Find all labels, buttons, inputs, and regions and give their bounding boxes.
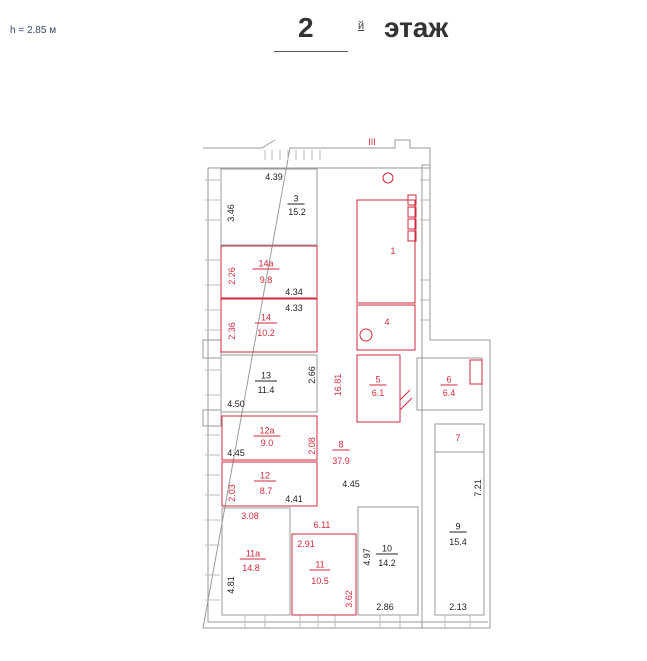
room-area: 11.4 (257, 385, 275, 395)
room-outlines (220, 168, 485, 616)
room-dimension: 2.86 (376, 602, 394, 612)
room-dimension: 2.66 (307, 366, 317, 384)
room-number: 8 (332, 440, 350, 451)
stair-mark: III (368, 137, 376, 147)
room-dimension: 2.13 (449, 602, 467, 612)
room-number: 14 (254, 313, 278, 324)
room-7-number: 7 (455, 433, 461, 443)
room-area: 15.4 (449, 537, 467, 547)
room-area: 37.9 (332, 456, 350, 466)
room-number: 3 (287, 194, 305, 205)
room-dimension: 4.45 (342, 479, 360, 489)
room-number: 11 (309, 560, 331, 571)
room-area: 10.2 (257, 328, 275, 338)
room-number: 9 (449, 522, 467, 533)
room-area: 14.2 (378, 558, 396, 568)
floor-suffix: й (358, 20, 365, 32)
room-area: 6.4 (442, 388, 456, 398)
room-dimension: 3.62 (344, 590, 354, 608)
room-number: 6 (440, 375, 458, 386)
room-number: 10 (375, 544, 399, 555)
room-area: 9.0 (260, 438, 274, 448)
room-number: 14a (252, 259, 280, 270)
outer-walls (202, 139, 491, 629)
room-dimension: 4.33 (285, 303, 303, 313)
room-dimension: 4.45 (227, 448, 245, 458)
room-dimension: 4.97 (362, 548, 372, 566)
room-area: 15.2 (288, 207, 306, 217)
room-dimension: 2.03 (227, 484, 237, 502)
room-dimension: 4.41 (285, 494, 303, 504)
room-4-number: 4 (384, 317, 390, 327)
room-dimension: 2.91 (297, 539, 315, 549)
room-dimension: 2.08 (307, 437, 317, 455)
room-number: 12 (253, 471, 277, 482)
room-dimension: 3.08 (241, 511, 259, 521)
ceiling-height-note: h = 2.85 м (10, 25, 57, 36)
room-dimension: 16.81 (333, 373, 343, 397)
room-area: 14.8 (242, 563, 260, 573)
room-dimension: 4.50 (227, 399, 245, 409)
room-area: 6.1 (371, 388, 385, 398)
room-1-number: 1 (390, 246, 396, 256)
room-number: 13 (254, 371, 278, 382)
room-dimension: 6.11 (313, 520, 331, 530)
room-area: 10.5 (311, 576, 329, 586)
room-area: 9.8 (259, 275, 273, 285)
room-dimension: 2.36 (227, 322, 237, 340)
room-dimension: 4.81 (226, 576, 236, 594)
room-area: 8.7 (259, 486, 273, 496)
room-number: 11a (239, 549, 267, 560)
room-dimension: 2.26 (227, 267, 237, 285)
room-dimension: 7.21 (473, 479, 483, 497)
room-number: 5 (369, 375, 387, 386)
title-underline (274, 51, 348, 52)
room-dimension: 4.39 (265, 172, 283, 182)
room-dimension: 4.34 (285, 287, 303, 297)
room-number: 12a (253, 426, 281, 437)
floor-number: 2 (298, 12, 314, 43)
floor-title: этаж (384, 12, 449, 43)
room-dimension: 3.46 (226, 204, 236, 222)
